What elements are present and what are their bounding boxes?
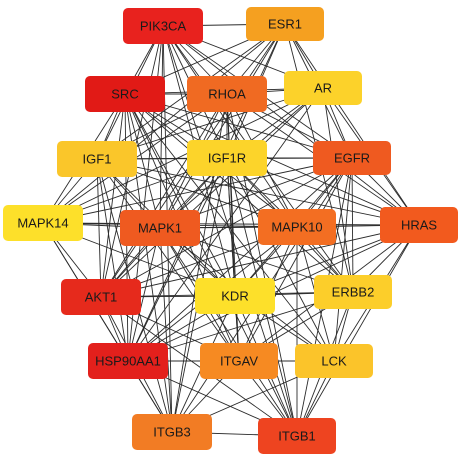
node-box: [380, 207, 458, 243]
node-box: [314, 275, 392, 309]
edge-egfr-itgav: [238, 157, 353, 362]
node-box: [85, 76, 165, 112]
edge-pik3ca-hras: [162, 25, 420, 226]
edge-igf1-akt1: [96, 158, 102, 298]
edge-src-mapk1: [124, 93, 161, 229]
node-kdr: KDR: [195, 278, 275, 314]
node-mapk10: MAPK10: [258, 209, 336, 245]
node-box: [3, 205, 83, 241]
edge-egfr-mapk14: [42, 157, 353, 224]
node-mapk1: MAPK1: [120, 210, 200, 246]
node-label: EGFR: [334, 151, 370, 166]
node-label: ITGB3: [153, 425, 191, 440]
edge-egfr-lck: [333, 157, 353, 362]
edge-ar-mapk14: [42, 87, 324, 224]
node-label: LCK: [321, 354, 347, 369]
node-label: AR: [314, 81, 332, 96]
edge-mapk14-hras: [42, 222, 420, 226]
node-label: AKT1: [85, 290, 118, 305]
node-label: ESR1: [268, 17, 302, 32]
node-box: [61, 279, 141, 315]
node-ar: AR: [284, 71, 362, 105]
node-box: [313, 141, 391, 175]
node-label: RHOA: [208, 87, 246, 102]
node-itgb3: ITGB3: [132, 414, 212, 450]
node-label: ERBB2: [332, 285, 375, 300]
node-src: SRC: [85, 76, 165, 112]
node-label: IGF1R: [208, 151, 246, 166]
edge-pik3ca-mapk10: [162, 25, 298, 228]
edge-esr1-hras: [284, 23, 420, 226]
node-esr1: ESR1: [246, 7, 324, 41]
node-lck: LCK: [295, 344, 373, 378]
node-label: SRC: [111, 87, 138, 102]
node-mapk14: MAPK14: [3, 205, 83, 241]
edge-mapk1-itgb1: [159, 227, 298, 437]
node-label: HSP90AA1: [95, 354, 161, 369]
edge-ar-akt1: [100, 87, 324, 298]
node-label: KDR: [221, 289, 248, 304]
edge-igf1r-hsp90aa1: [127, 157, 228, 362]
node-hsp90aa1: HSP90AA1: [88, 343, 168, 379]
node-box: [88, 343, 168, 379]
node-igf1r: IGF1R: [187, 140, 267, 176]
edge-src-akt1: [100, 93, 126, 298]
edge-igf1-hsp90aa1: [96, 158, 129, 362]
node-box: [200, 343, 278, 379]
node-label: ITGAV: [220, 354, 258, 369]
node-label: MAPK1: [138, 221, 182, 236]
edge-src-erbb2: [124, 93, 354, 293]
node-akt1: AKT1: [61, 279, 141, 315]
node-box: [57, 141, 137, 177]
edge-rhoa-akt1: [100, 93, 228, 298]
node-erbb2: ERBB2: [314, 275, 392, 309]
node-hras: HRAS: [380, 207, 458, 243]
node-itgb1: ITGB1: [258, 418, 336, 454]
edge-hras-itgb1: [296, 224, 420, 437]
node-label: PIK3CA: [140, 19, 187, 34]
edge-igf1r-lck: [226, 157, 335, 362]
node-label: MAPK10: [271, 220, 322, 235]
node-box: [187, 76, 267, 112]
edge-src-kdr: [124, 93, 236, 297]
edge-akt1-itgb1: [100, 296, 298, 437]
node-label: MAPK14: [17, 216, 68, 231]
node-box: [123, 8, 203, 44]
node-box: [295, 344, 373, 378]
edge-ar-hsp90aa1: [127, 87, 324, 362]
node-label: ITGB1: [278, 429, 316, 444]
edge-esr1-mapk1: [159, 23, 286, 229]
edge-hras-akt1: [100, 224, 420, 298]
node-pik3ca: PIK3CA: [123, 8, 203, 44]
edge-mapk1-hsp90aa1: [127, 227, 161, 362]
node-box: [187, 140, 267, 176]
node-itgav: ITGAV: [200, 343, 278, 379]
node-box: [132, 414, 212, 450]
node-egfr: EGFR: [313, 141, 391, 175]
edge-esr1-mapk14: [42, 23, 286, 224]
node-label: IGF1: [83, 152, 112, 167]
node-box: [284, 71, 362, 105]
node-igf1: IGF1: [57, 141, 137, 177]
node-label: HRAS: [401, 218, 437, 233]
node-box: [246, 7, 324, 41]
node-box: [258, 209, 336, 245]
node-rhoa: RHOA: [187, 76, 267, 112]
edge-mapk1-itgb3: [159, 227, 173, 433]
node-box: [258, 418, 336, 454]
node-box: [195, 278, 275, 314]
node-box: [120, 210, 200, 246]
